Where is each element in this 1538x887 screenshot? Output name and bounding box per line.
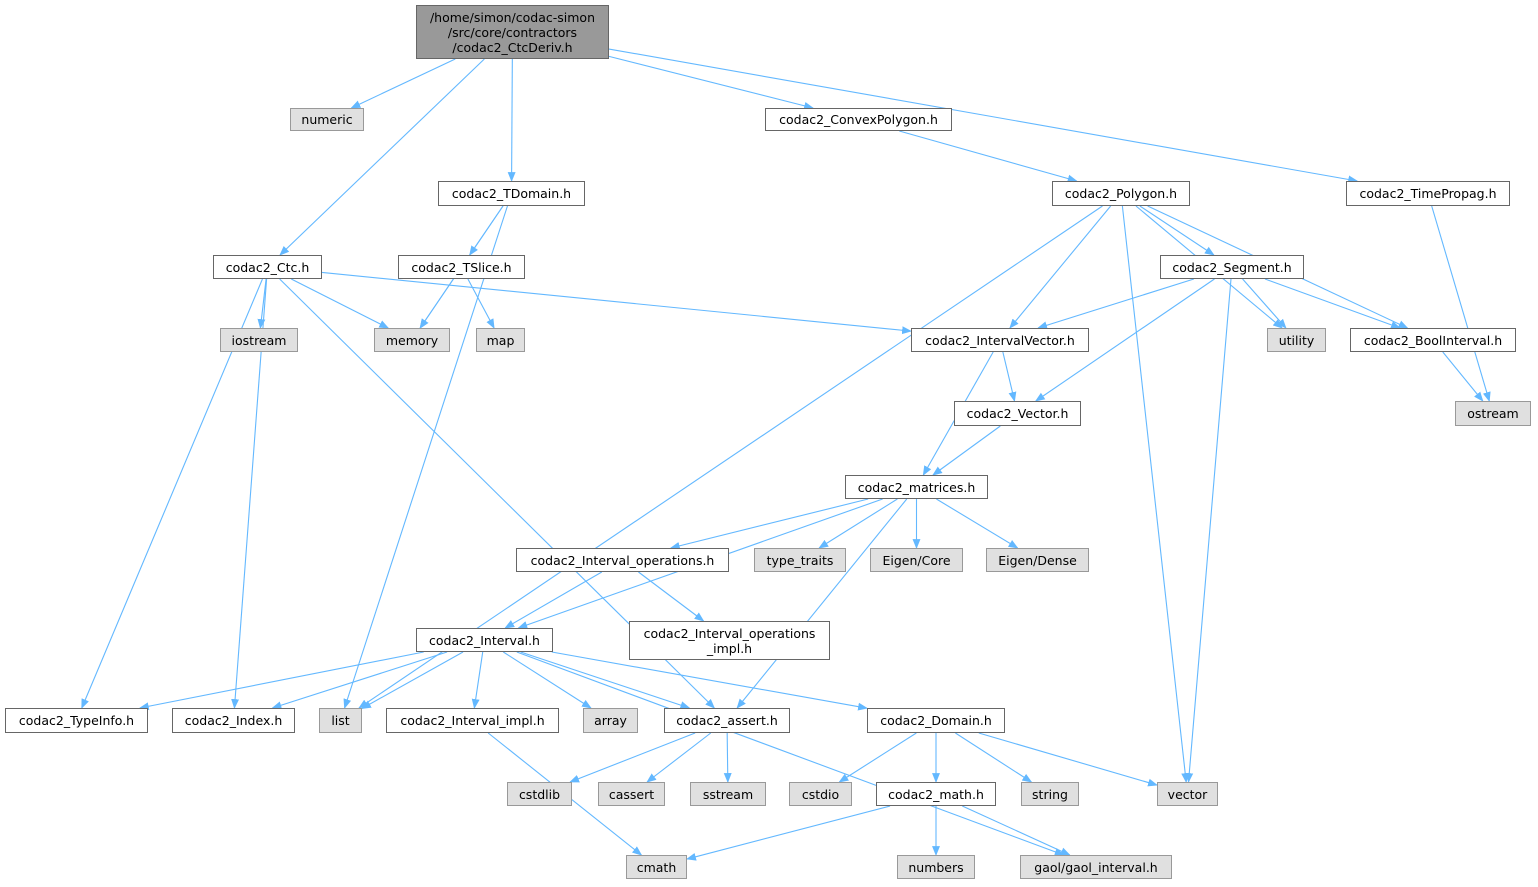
node-type_traits: type_traits bbox=[754, 548, 846, 572]
edge-interval-to-typeinfo bbox=[138, 651, 424, 711]
edge-math-to-cmath bbox=[686, 805, 891, 861]
node-interval[interactable]: codac2_Interval.h bbox=[416, 628, 553, 652]
edge-interval-to-array bbox=[502, 651, 592, 709]
edge-matrices-to-intervalops bbox=[669, 498, 869, 550]
node-numbers: numbers bbox=[897, 855, 975, 879]
edge-interval-to-gaol bbox=[516, 651, 1065, 856]
edge-root-to-ctc bbox=[279, 58, 485, 256]
node-tdomain[interactable]: codac2_TDomain.h bbox=[438, 181, 585, 206]
edge-interval-to-index bbox=[271, 651, 448, 710]
node-numeric: numeric bbox=[290, 108, 364, 131]
edge-ctc-to-iostream bbox=[257, 278, 267, 329]
node-polygon[interactable]: codac2_Polygon.h bbox=[1052, 181, 1190, 206]
edge-matrices-to-assert bbox=[736, 498, 908, 709]
node-eigencore: Eigen/Core bbox=[870, 548, 963, 572]
edge-boolinterval-to-ostream bbox=[1442, 351, 1484, 402]
node-intervalops[interactable]: codac2_Interval_operations.h bbox=[516, 548, 729, 572]
edge-intervalvector-to-vector bbox=[1002, 351, 1017, 402]
edge-tslice-to-memory bbox=[419, 278, 454, 329]
edge-polygon-to-vector bbox=[1121, 205, 1190, 783]
node-eigendense: Eigen/Dense bbox=[986, 548, 1089, 572]
edge-tdomain-to-list bbox=[343, 205, 508, 709]
node-cstdio: cstdio bbox=[789, 782, 852, 806]
node-map: map bbox=[476, 328, 525, 352]
node-assert[interactable]: codac2_assert.h bbox=[664, 708, 790, 733]
edge-domain-to-string bbox=[955, 732, 1033, 783]
node-index[interactable]: codac2_Index.h bbox=[172, 708, 295, 733]
node-iostream: iostream bbox=[220, 328, 298, 352]
edge-vector-to-matrices bbox=[932, 425, 1001, 476]
node-cmath: cmath bbox=[626, 855, 687, 879]
edge-root-to-numeric bbox=[350, 58, 456, 109]
edge-tslice-to-map bbox=[467, 278, 495, 329]
edge-polygon-to-segment bbox=[1139, 205, 1215, 256]
node-list: list bbox=[319, 708, 362, 733]
node-ctc[interactable]: codac2_Ctc.h bbox=[213, 255, 322, 279]
edge-assert-to-cassert bbox=[646, 732, 712, 783]
node-timepropag[interactable]: codac2_TimePropag.h bbox=[1346, 181, 1510, 206]
node-intervalimpl[interactable]: codac2_Interval_impl.h bbox=[386, 708, 559, 733]
edge-root-to-convexpolygon bbox=[608, 55, 814, 110]
node-convexpolygon[interactable]: codac2_ConvexPolygon.h bbox=[765, 108, 952, 131]
node-memory: memory bbox=[374, 328, 450, 352]
edge-assert-to-sstream bbox=[723, 732, 732, 783]
node-gaol: gaol/gaol_interval.h bbox=[1020, 855, 1172, 879]
node-domain[interactable]: codac2_Domain.h bbox=[867, 708, 1005, 733]
node-typeinfo[interactable]: codac2_TypeInfo.h bbox=[5, 708, 148, 733]
node-vector: vector bbox=[1157, 782, 1218, 806]
edge-domain-to-vector bbox=[978, 732, 1158, 787]
edge-segment-to-utility bbox=[1242, 278, 1287, 329]
node-cstdlib: cstdlib bbox=[507, 782, 572, 806]
edge-interval-to-assert bbox=[520, 651, 691, 709]
node-utility: utility bbox=[1267, 328, 1326, 352]
edge-intervalops-to-interval bbox=[504, 571, 603, 629]
node-boolinterval[interactable]: codac2_BoolInterval.h bbox=[1350, 328, 1516, 352]
edge-segment-to-boolinterval bbox=[1264, 278, 1401, 329]
node-math[interactable]: codac2_math.h bbox=[876, 782, 996, 806]
edge-segment-to-intervalvector bbox=[1037, 278, 1195, 330]
edge-matrices-to-type_traits bbox=[818, 498, 898, 549]
edge-segment-to-vector bbox=[1034, 278, 1215, 402]
node-root[interactable]: /home/simon/codac-simon /src/core/contra… bbox=[416, 5, 609, 59]
edge-root-to-timepropag bbox=[608, 48, 1359, 184]
edge-tdomain-to-tslice bbox=[469, 205, 504, 256]
edge-polygon-to-list bbox=[358, 205, 1103, 709]
edge-segment-to-vector bbox=[1185, 278, 1232, 783]
node-intervalvector[interactable]: codac2_IntervalVector.h bbox=[911, 328, 1089, 352]
node-vector[interactable]: codac2_Vector.h bbox=[954, 401, 1081, 426]
node-matrices[interactable]: codac2_matrices.h bbox=[845, 475, 988, 499]
edge-timepropag-to-ostream bbox=[1431, 205, 1491, 402]
node-string: string bbox=[1021, 782, 1079, 806]
node-ostream: ostream bbox=[1455, 401, 1531, 426]
edge-convexpolygon-to-polygon bbox=[899, 130, 1078, 183]
edge-ctc-to-intervalvector bbox=[321, 271, 912, 335]
node-cassert: cassert bbox=[598, 782, 665, 806]
edge-assert-to-cstdlib bbox=[569, 732, 696, 783]
edge-interval-to-domain bbox=[551, 651, 868, 711]
edge-root-to-tdomain bbox=[507, 58, 516, 182]
node-sstream: sstream bbox=[690, 782, 766, 806]
edge-interval-to-list bbox=[361, 651, 464, 709]
edge-ctc-to-memory bbox=[291, 278, 390, 329]
edge-domain-to-cstdio bbox=[838, 732, 917, 783]
node-array: array bbox=[583, 708, 638, 733]
edge-math-to-gaol bbox=[962, 805, 1071, 856]
node-tslice[interactable]: codac2_TSlice.h bbox=[398, 255, 525, 279]
edge-intervalops-to-intervalopsimpl bbox=[638, 571, 705, 622]
edge-interval-to-intervalimpl bbox=[471, 651, 484, 709]
edge-matrices-to-eigendense bbox=[936, 498, 1019, 549]
node-segment[interactable]: codac2_Segment.h bbox=[1160, 255, 1304, 279]
node-intervalopsimpl[interactable]: codac2_Interval_operations _impl.h bbox=[629, 621, 830, 660]
edge-polygon-to-intervalvector bbox=[1009, 205, 1112, 329]
